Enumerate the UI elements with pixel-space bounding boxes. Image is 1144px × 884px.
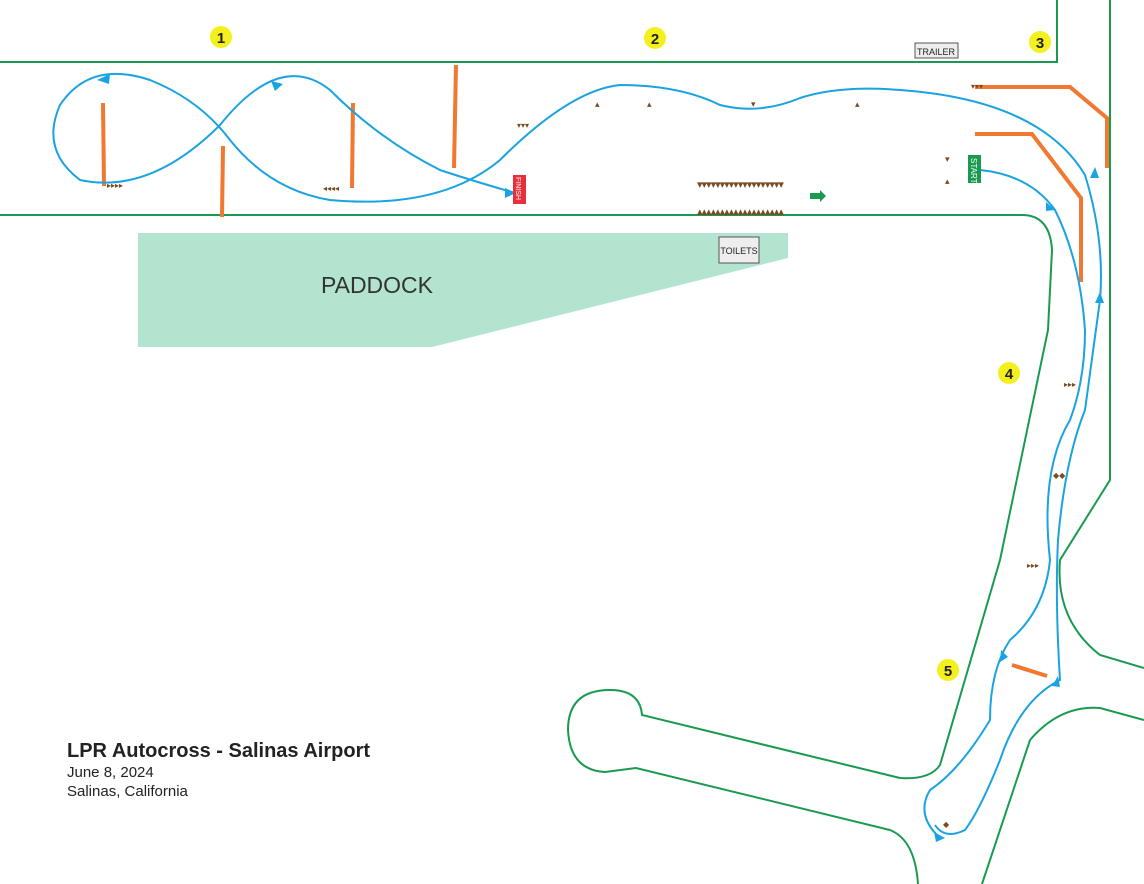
marker-2: 2 <box>644 27 666 49</box>
event-date: June 8, 2024 <box>67 764 154 781</box>
toilets-label: TOILETS <box>720 246 757 256</box>
arrow-icon <box>1052 676 1060 687</box>
cone-walls <box>101 64 1109 678</box>
svg-text:◆◆: ◆◆ <box>1053 471 1066 480</box>
marker-4: 4 <box>998 362 1020 384</box>
toilets-box <box>718 236 760 264</box>
trailer-label: TRAILER <box>917 47 956 57</box>
arrow-icon <box>271 81 283 91</box>
trailer-box <box>914 42 959 59</box>
arrow-icon <box>1095 292 1104 303</box>
svg-text:2: 2 <box>651 31 659 48</box>
svg-text:▾: ▾ <box>751 99 756 109</box>
svg-text:▾▾▾: ▾▾▾ <box>971 82 983 91</box>
cones: ▸▸▸▸ ◂◂◂◂ ▾▾▾ ▴ ▴ ▾ ▴ ▾▾▾ ▾ ▴ ▾▾▾▾▾▾▾▾▾▾… <box>107 82 1076 829</box>
arrow-icon <box>934 832 945 842</box>
svg-text:◂◂◂◂: ◂◂◂◂ <box>323 184 339 193</box>
arrow-icon <box>505 188 516 198</box>
svg-text:3: 3 <box>1036 35 1044 52</box>
course-line <box>52 72 1102 839</box>
arrow-icon <box>1046 202 1055 211</box>
svg-text:▴▴▴▴▴▴▴▴▴▴▴▴▴▴▴▴▴▴▴: ▴▴▴▴▴▴▴▴▴▴▴▴▴▴▴▴▴▴▴ <box>697 206 784 218</box>
course-arrows <box>97 74 1104 842</box>
marker-3: 3 <box>1029 31 1051 53</box>
svg-text:▸▸▸: ▸▸▸ <box>1064 380 1076 389</box>
marker-1: 1 <box>210 26 232 48</box>
map-title-block: LPR Autocross - Salinas Airport June 8, … <box>67 740 370 801</box>
paddock-label: PADDOCK <box>321 272 434 298</box>
direction-arrow-icon <box>810 190 826 202</box>
svg-text:◆: ◆ <box>943 820 950 829</box>
event-location: Salinas, California <box>67 783 188 800</box>
svg-text:▴: ▴ <box>647 99 652 109</box>
svg-text:▴: ▴ <box>855 99 860 109</box>
svg-text:4: 4 <box>1005 366 1014 383</box>
arrow-icon <box>1090 167 1099 178</box>
svg-text:▾: ▾ <box>945 154 950 164</box>
start-label: START <box>969 158 978 184</box>
start-sign <box>968 155 981 183</box>
finish-sign <box>513 175 526 204</box>
svg-text:▾▾▾: ▾▾▾ <box>517 121 529 130</box>
marker-5: 5 <box>937 659 959 681</box>
arrow-icon <box>1000 650 1008 662</box>
paddock-area <box>138 233 788 347</box>
svg-text:▾▾▾▾▾▾▾▾▾▾▾▾▾▾▾▾▾▾▾: ▾▾▾▾▾▾▾▾▾▾▾▾▾▾▾▾▾▾▾ <box>697 179 784 191</box>
svg-text:5: 5 <box>944 663 952 680</box>
svg-text:▴: ▴ <box>595 99 600 109</box>
arrow-icon <box>97 74 110 84</box>
svg-text:▸▸▸: ▸▸▸ <box>1027 561 1039 570</box>
svg-text:▸▸▸▸: ▸▸▸▸ <box>107 181 123 190</box>
finish-label: FINISH <box>514 177 521 200</box>
svg-text:▴: ▴ <box>945 176 950 186</box>
svg-text:1: 1 <box>217 30 225 47</box>
map-title: LPR Autocross - Salinas Airport <box>67 740 371 762</box>
